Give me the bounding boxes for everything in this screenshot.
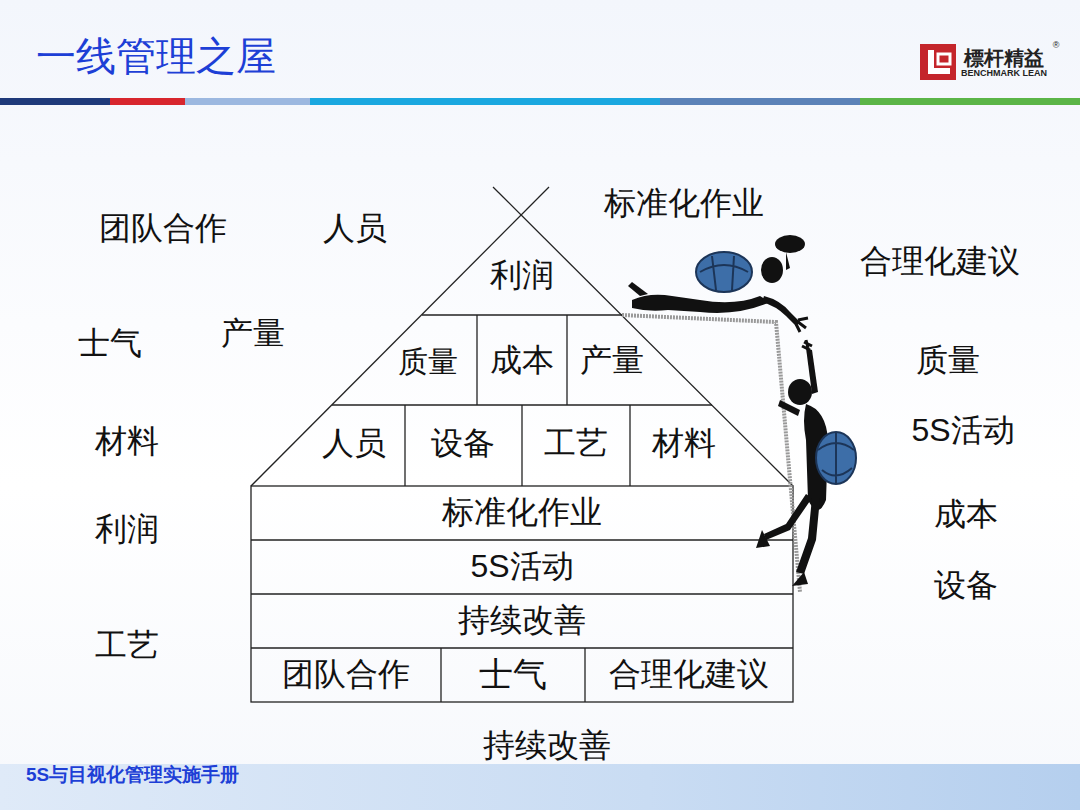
- roof-cell: 工艺: [544, 426, 608, 461]
- cell-text: 设备: [431, 426, 495, 461]
- roof-cell: 设备: [431, 426, 495, 461]
- cell-text: 合理化建议: [609, 657, 769, 692]
- side-label: 团队合作: [99, 211, 227, 246]
- slide-title: 一线管理之屋: [36, 34, 276, 78]
- cell-text: 产量: [580, 343, 644, 378]
- side-label: 利润: [95, 512, 159, 547]
- side-label: 设备: [934, 568, 998, 603]
- side-label: 人员: [323, 211, 387, 246]
- roof-cell: 质量: [398, 345, 458, 378]
- climber-figure: [756, 340, 856, 586]
- house-outline: [251, 187, 793, 702]
- cell-text: 成本: [490, 343, 554, 378]
- cell-text: 工艺: [544, 426, 608, 461]
- side-label: 标准化作业: [604, 186, 764, 221]
- cell-text: 利润: [490, 258, 554, 293]
- cell-text: 士气: [479, 656, 547, 693]
- footer-caption: 5S与目视化管理实施手册: [26, 765, 239, 786]
- logo-text: 標杆精益: [964, 47, 1044, 69]
- side-label: 质量: [916, 343, 980, 378]
- roof-cell: 产量: [580, 343, 644, 378]
- roof-cell: 人员: [322, 426, 386, 461]
- side-label: 材料: [95, 424, 159, 459]
- foundation-cell: 合理化建议: [609, 657, 769, 692]
- roof-cell: 材料: [652, 426, 716, 461]
- house-band: 标准化作业: [442, 495, 602, 530]
- cell-text: 人员: [322, 426, 386, 461]
- cell-text: 质量: [398, 345, 458, 378]
- logo-subtext: BENCHMARK LEAN: [961, 69, 1047, 79]
- header-bar: [0, 98, 1080, 105]
- cell-text: 材料: [652, 426, 716, 461]
- foundation-cell: 士气: [479, 656, 547, 693]
- footer-band: [0, 764, 1080, 810]
- cell-text: 5S活动: [470, 549, 573, 584]
- side-label: 成本: [934, 497, 998, 532]
- roof-cell: 利润: [490, 258, 554, 293]
- side-label: 士气: [78, 326, 142, 361]
- cell-text: 团队合作: [282, 657, 410, 692]
- house-band: 持续改善: [458, 603, 586, 638]
- rope: [622, 315, 800, 592]
- registered-mark: ®: [1053, 41, 1060, 51]
- house-band: 5S活动: [470, 549, 573, 584]
- logo-mark: [920, 44, 956, 80]
- side-label: 合理化建议: [860, 244, 1020, 279]
- side-label: 工艺: [95, 628, 159, 663]
- side-label: 5S活动: [911, 413, 1014, 448]
- bottom-label: 持续改善: [483, 728, 611, 763]
- side-label: 产量: [221, 316, 285, 351]
- cell-text: 标准化作业: [442, 495, 602, 530]
- foundation-cell: 团队合作: [282, 657, 410, 692]
- cell-text: 持续改善: [458, 603, 586, 638]
- climber-figure: [628, 235, 808, 332]
- roof-cell: 成本: [490, 343, 554, 378]
